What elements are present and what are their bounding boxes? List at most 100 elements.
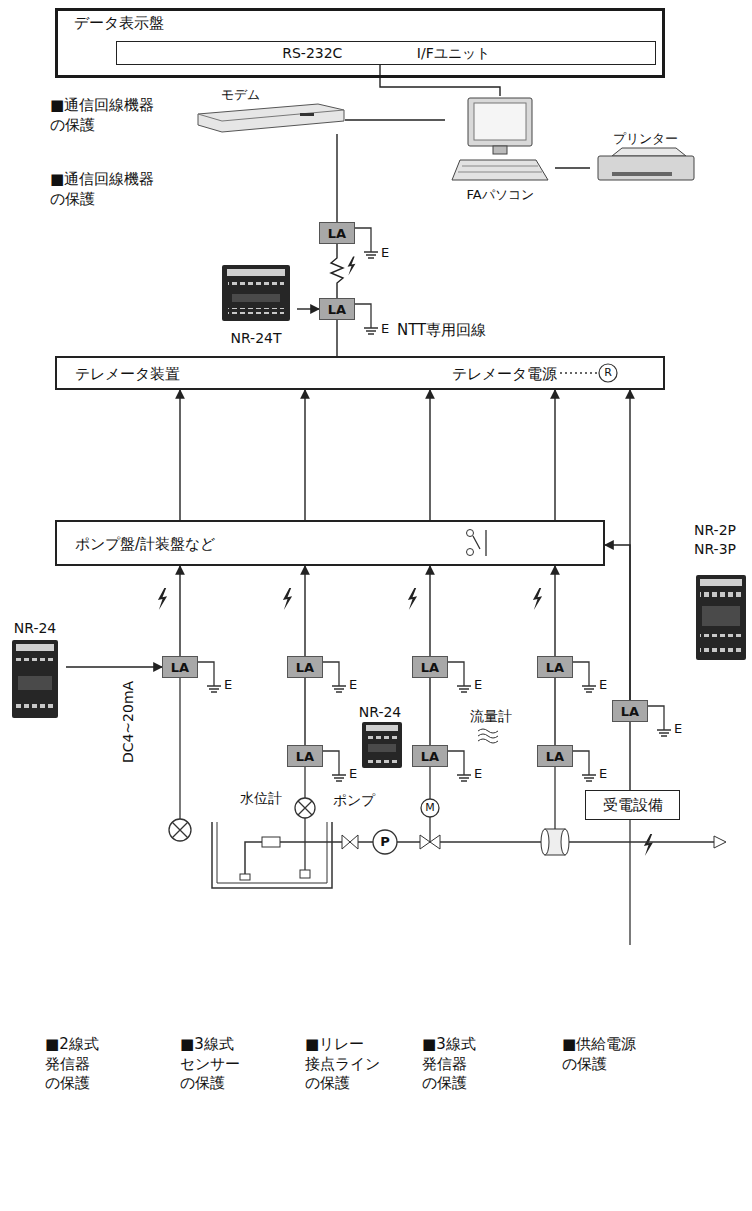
ground-label: E bbox=[674, 721, 682, 736]
arrester-product: NR-2P NR-3P bbox=[682, 520, 748, 662]
dotted-leader bbox=[560, 372, 598, 373]
text-holder: NR-24 bbox=[355, 702, 405, 721]
arrester-unit-photo bbox=[696, 575, 746, 660]
text-holder: RS-232C I/Fユニット bbox=[117, 43, 655, 62]
arrester-unit-photo bbox=[362, 722, 402, 768]
text-holder: LA bbox=[288, 657, 322, 676]
protection-note: ■通信回線機器 の保護 bbox=[50, 170, 154, 208]
label-holder: 流量計 bbox=[470, 708, 512, 725]
node-text: テレメータ装置 bbox=[75, 365, 180, 383]
arrester-unit-photo bbox=[16, 644, 54, 651]
motor-symbol bbox=[421, 799, 439, 817]
power-wire bbox=[629, 820, 630, 945]
label-holder: E bbox=[381, 245, 389, 261]
connector-line bbox=[555, 167, 590, 168]
text-holder: LA bbox=[538, 746, 572, 765]
label-holder: E bbox=[474, 677, 482, 693]
text-holder: プリンター bbox=[590, 128, 700, 147]
strainer-symbol bbox=[262, 837, 280, 847]
arrester-box: LA bbox=[162, 656, 198, 678]
node-text: NR-24 bbox=[359, 704, 402, 720]
arrester-label: LA bbox=[328, 302, 346, 317]
label-holder: E bbox=[674, 721, 682, 737]
arrester-unit-photo bbox=[700, 634, 742, 640]
node-text: NR-24 bbox=[14, 620, 57, 636]
text-holder: NR-2P NR-3P bbox=[682, 520, 748, 558]
display-panel: データ表示盤RS-232C I/Fユニット bbox=[55, 8, 665, 78]
ground-symbol bbox=[323, 662, 346, 692]
relay-mark: R bbox=[604, 366, 612, 379]
pc-stand bbox=[493, 146, 507, 154]
arrester-box: LA bbox=[319, 222, 355, 244]
ground-symbol bbox=[448, 662, 471, 692]
category-note: ■供給電源 の保護 bbox=[562, 1035, 636, 1073]
ground-symbol bbox=[355, 304, 378, 334]
arrester-box: LA bbox=[537, 656, 573, 678]
ground-label: E bbox=[381, 245, 389, 260]
arrester-unit-photo bbox=[700, 646, 742, 652]
connector-line bbox=[554, 678, 555, 745]
arrester-box: LA bbox=[287, 656, 323, 678]
label-holder: ■リレー 接点ライン の保護 bbox=[305, 1035, 389, 1094]
label-holder: E bbox=[474, 766, 482, 782]
motor-mark: M bbox=[425, 801, 435, 814]
label-holder: ■供給電源 の保護 bbox=[562, 1035, 646, 1074]
level-meter-symbol bbox=[295, 798, 315, 818]
arrester-label: LA bbox=[421, 749, 439, 764]
level-meter-symbol bbox=[298, 801, 312, 815]
instrument-label: 水位計 bbox=[240, 790, 282, 806]
arrester-label: LA bbox=[621, 704, 639, 719]
arrester-unit-photo bbox=[228, 308, 284, 314]
node-text: モデム bbox=[221, 87, 260, 102]
label-holder: R bbox=[604, 366, 612, 379]
arrester-unit-photo bbox=[16, 702, 54, 708]
arrester-unit-photo bbox=[12, 640, 58, 718]
pump-mark: P bbox=[380, 834, 390, 849]
arrester-box: LA bbox=[319, 298, 355, 320]
ground-label: E bbox=[349, 677, 357, 692]
printer-device: プリンター bbox=[590, 128, 700, 184]
interface-unit: RS-232C I/Fユニット bbox=[116, 41, 656, 65]
text-holder: LA bbox=[320, 299, 354, 318]
connector-line bbox=[554, 566, 555, 656]
switch-symbol bbox=[467, 549, 474, 556]
arrester-label: LA bbox=[328, 226, 346, 241]
pc-keyboard bbox=[458, 166, 542, 172]
arrester-unit-photo bbox=[228, 282, 284, 288]
lightning-symbol bbox=[348, 257, 356, 276]
label-holder: P bbox=[380, 834, 390, 850]
text-holder: モデム bbox=[221, 84, 260, 103]
connector-line bbox=[380, 65, 500, 96]
label-holder: ■通信回線機器 の保護 bbox=[50, 170, 164, 209]
category-note: ■リレー 接点ライン の保護 bbox=[305, 1035, 380, 1092]
connector-line bbox=[297, 308, 319, 309]
flow-sensor-symbol bbox=[478, 729, 498, 743]
arrester-label: LA bbox=[296, 660, 314, 675]
pipe-line bbox=[245, 842, 714, 874]
text-holder: NR-24 bbox=[4, 618, 66, 637]
pc-screen bbox=[474, 103, 526, 140]
arrester-label: LA bbox=[546, 749, 564, 764]
ground-symbol bbox=[198, 662, 221, 692]
arrester-box: LA bbox=[287, 745, 323, 767]
ground-symbol bbox=[648, 706, 671, 736]
label-holder: ポンプ bbox=[333, 792, 375, 809]
ground-symbol bbox=[355, 228, 378, 258]
switch-symbol bbox=[473, 530, 486, 556]
label-holder: ■3線式 センサー の保護 bbox=[180, 1035, 264, 1094]
connector-line bbox=[304, 566, 305, 656]
connector-line bbox=[429, 566, 430, 656]
modem-device: モデム bbox=[195, 84, 345, 134]
lightning-symbol bbox=[408, 588, 417, 610]
text-holder: LA bbox=[538, 657, 572, 676]
water-tank bbox=[212, 822, 332, 888]
pc-monitor bbox=[468, 98, 532, 146]
connector-line bbox=[336, 320, 337, 356]
arrester-label: LA bbox=[421, 660, 439, 675]
arrester-label: LA bbox=[296, 749, 314, 764]
arrester-box: LA bbox=[537, 745, 573, 767]
power-receiving-box: 受電設備 bbox=[585, 790, 680, 820]
node-text: ポンプ盤/計装盤など bbox=[75, 535, 215, 553]
motor-valve-symbol bbox=[420, 835, 440, 849]
